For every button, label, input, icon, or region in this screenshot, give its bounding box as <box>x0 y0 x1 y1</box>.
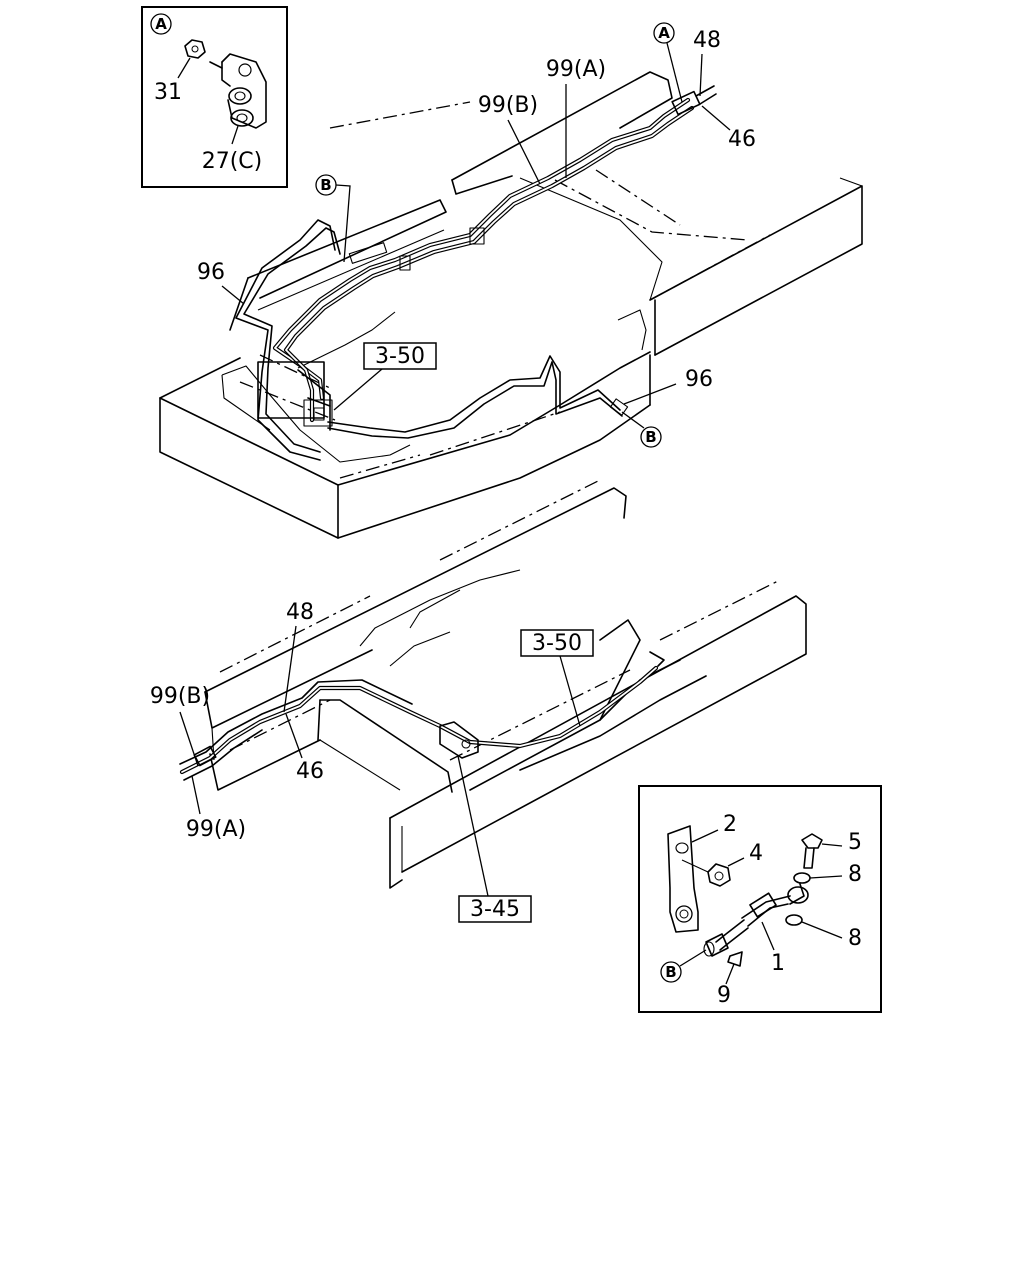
label-2: 2 <box>723 812 737 837</box>
ref-box-3-45 <box>458 895 532 923</box>
label-9: 9 <box>717 983 731 1008</box>
label-96-right: 96 <box>685 367 713 392</box>
label-1: 1 <box>771 951 785 976</box>
detail-a-marker: A <box>155 15 167 33</box>
ref-b-marker-detail: B <box>665 963 676 981</box>
label-99b-top: 99(B) <box>478 93 538 118</box>
lower-frame-rail <box>204 479 807 889</box>
label-96-left: 96 <box>197 260 225 285</box>
ref-box-3-50-bottom <box>520 629 594 657</box>
label-48-top: 48 <box>693 28 721 53</box>
ref-box-3-50-top-label: 3-50 <box>375 344 425 369</box>
upper-brake-pipes <box>235 85 717 461</box>
ref-box-3-50-top <box>363 342 437 370</box>
ref-a-marker: A <box>658 24 670 42</box>
label-99a-bottom: 99(A) <box>186 817 246 842</box>
label-8-bottom: 8 <box>848 926 862 951</box>
label-4: 4 <box>749 841 763 866</box>
ref-box-3-45-label: 3-45 <box>470 897 520 922</box>
label-27c: 27(C) <box>202 149 263 174</box>
upper-frame-rail <box>159 71 863 539</box>
label-5: 5 <box>848 830 862 855</box>
ref-b-marker-right: B <box>645 428 656 446</box>
ref-box-3-50-bottom-label: 3-50 <box>532 631 582 656</box>
ref-b-marker-top: B <box>320 176 331 194</box>
label-99a-top: 99(A) <box>546 57 606 82</box>
detail-a-box: A 31 27(C) <box>141 6 288 188</box>
label-46-top: 46 <box>728 127 756 152</box>
label-99b-bottom: 99(B) <box>150 684 210 709</box>
lower-labels: 48 99(B) 46 99(A) 3-50 3-45 <box>150 600 594 923</box>
detail-b-box: 2 4 5 8 8 1 9 B <box>638 785 882 1013</box>
label-46-bottom: 46 <box>296 759 324 784</box>
label-48-bottom: 48 <box>286 600 314 625</box>
upper-labels: A 48 46 99(A) 99(B) B 96 3-50 96 B <box>197 22 756 448</box>
lower-brake-pipes <box>179 651 665 781</box>
label-8-top: 8 <box>848 862 862 887</box>
label-31: 31 <box>154 80 182 105</box>
